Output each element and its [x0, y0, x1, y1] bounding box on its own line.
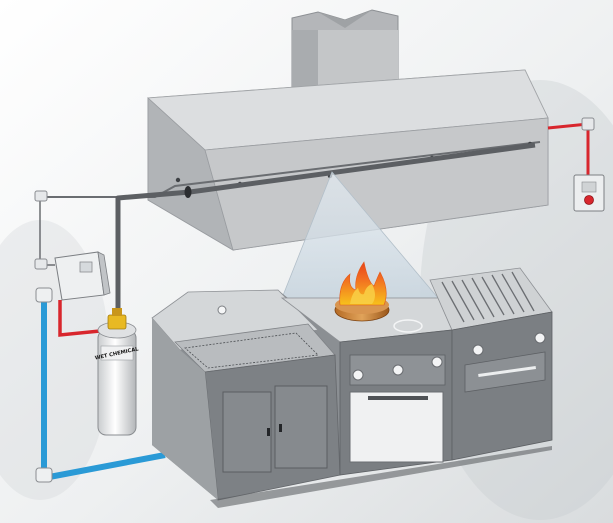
manual-pull-station-icon[interactable]	[573, 174, 605, 212]
flame-icon	[334, 261, 390, 322]
water-supply-pipe	[35, 287, 166, 483]
control-panel	[54, 251, 111, 301]
wet-chemical-cylinder: WET CHEMICAL	[94, 308, 140, 436]
floor-shadow	[210, 446, 552, 508]
griddle-unit	[429, 267, 553, 461]
discharge-line	[58, 300, 111, 337]
detection-line	[34, 141, 541, 270]
pull-station-line	[547, 117, 595, 175]
discharge-manifold	[115, 142, 536, 318]
fryer-unit	[151, 289, 341, 501]
